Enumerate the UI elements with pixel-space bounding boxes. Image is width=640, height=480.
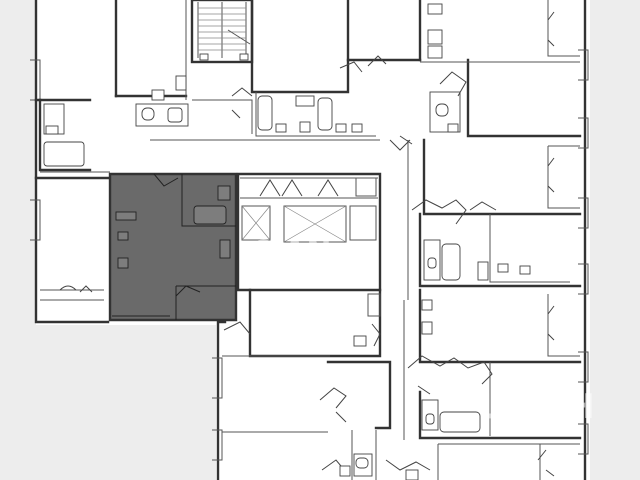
apartment-upper-right — [399, 0, 582, 145]
highlighted-apartment — [108, 172, 238, 322]
apartment-right-2 — [411, 199, 582, 288]
outer-walls — [30, 0, 589, 480]
apartment-right-4 — [407, 355, 582, 480]
corridor — [150, 139, 411, 440]
watermark-text: ЦИАН — [480, 387, 595, 427]
apartment-upper-center — [192, 0, 422, 137]
apartment-right-3 — [418, 288, 582, 364]
apartment-left-top — [34, 0, 118, 173]
svg-text:CIAN: CIAN — [250, 235, 332, 270]
apartment-upper-left — [114, 0, 189, 127]
watermark: CIAN ЦИАН — [250, 235, 595, 427]
apartment-right-1 — [422, 138, 582, 216]
apartment-left-bottom — [34, 176, 110, 301]
apartment-lower-center — [222, 288, 431, 480]
